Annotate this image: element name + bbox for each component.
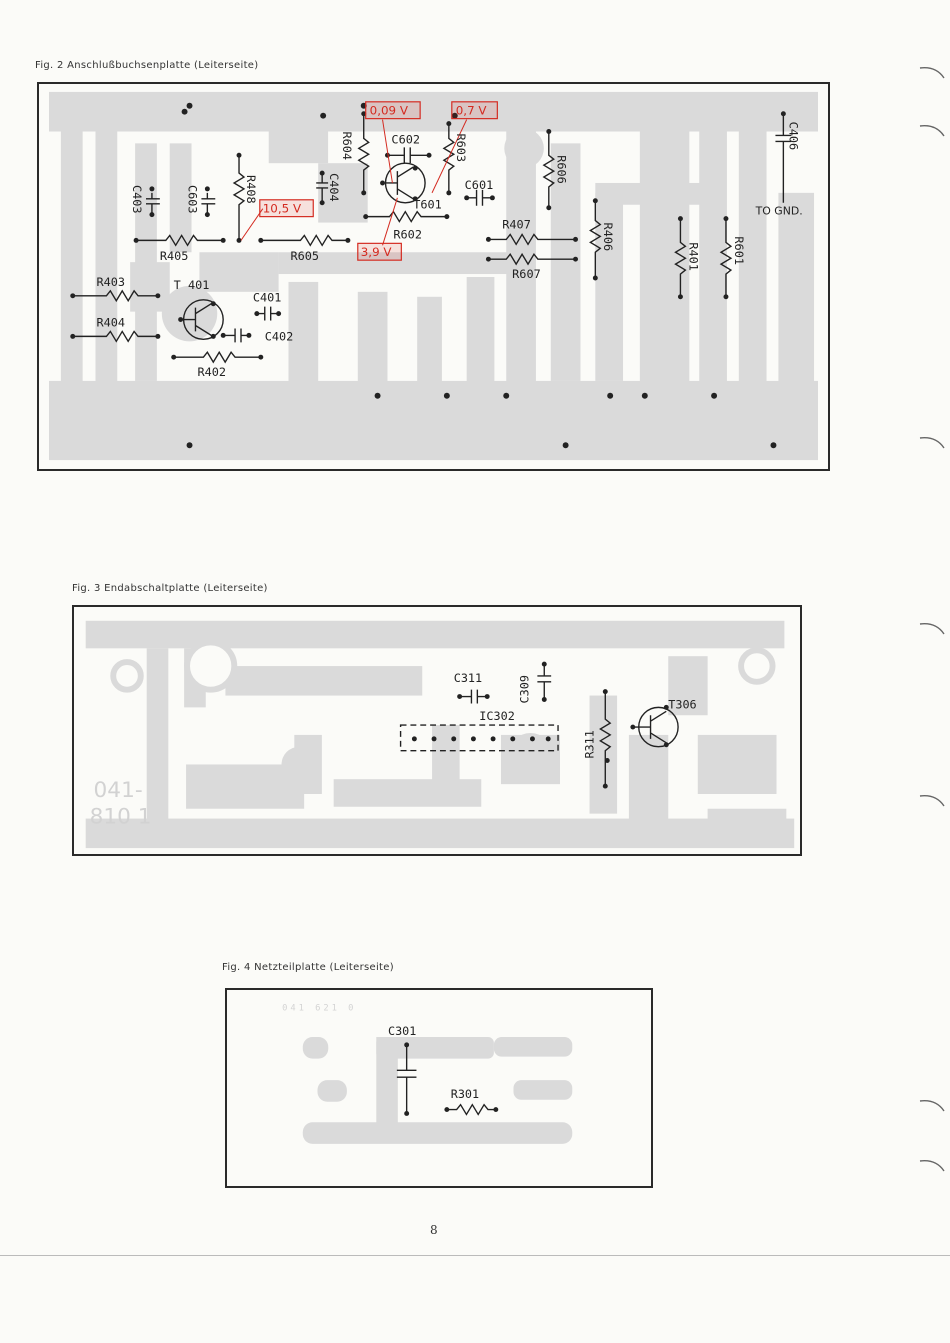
page-bottom-rule xyxy=(0,1255,950,1256)
label-c602: C602 xyxy=(391,132,420,146)
fig2-traces xyxy=(48,91,819,461)
label-c603: C603 xyxy=(186,185,200,214)
fig3-board-number-line1: 041- xyxy=(94,778,143,803)
label-c402: C402 xyxy=(265,329,294,343)
label-t601: T601 xyxy=(413,198,442,212)
fig2-pcb xyxy=(48,91,819,461)
voltage-10-5: 10,5 V xyxy=(263,202,302,216)
page-number: 8 xyxy=(430,1223,438,1237)
fig4-board-number: 041 621 0 xyxy=(282,1004,356,1014)
label-r311: R311 xyxy=(582,730,596,758)
label-r407: R407 xyxy=(502,217,531,231)
binder-mark-7 xyxy=(919,1160,945,1172)
binder-mark-1 xyxy=(919,67,945,79)
fig3-pcb: C311 C309 IC302 R311 T306 041- 810 1 xyxy=(85,620,795,849)
binder-mark-5 xyxy=(919,795,945,807)
label-r301: R301 xyxy=(451,1087,479,1101)
label-c401: C401 xyxy=(253,291,282,305)
fig2-labels: R604 C602 R603 R606 C406 C403 C603 R408 … xyxy=(97,122,803,379)
fig2-board: 0,09 V 0,7 V 10,5 V 3,9 V R604 C602 R603… xyxy=(37,82,830,471)
fig4-components xyxy=(396,1042,499,1116)
binder-mark-6 xyxy=(919,1100,945,1112)
label-r408: R408 xyxy=(244,175,258,204)
fig2-voltage-leaders xyxy=(240,119,468,246)
fig3-components xyxy=(399,661,679,789)
voltage-0-7: 0,7 V xyxy=(456,104,488,118)
label-r402: R402 xyxy=(197,365,226,379)
label-r607: R607 xyxy=(512,267,541,281)
label-r401: R401 xyxy=(686,242,700,271)
label-c403: C403 xyxy=(130,185,144,214)
label-c311: C311 xyxy=(454,671,482,685)
label-c601: C601 xyxy=(465,178,494,192)
fig2-voltage-boxes: 0,09 V 0,7 V 10,5 V 3,9 V xyxy=(259,101,498,261)
fig3-labels: C311 C309 IC302 R311 T306 041- 810 1 xyxy=(90,671,697,830)
fig2-title: Fig. 2 Anschlußbuchsenplatte (Leiterseit… xyxy=(35,60,259,71)
binder-mark-4 xyxy=(919,623,945,635)
fig4-labels: 041 621 0 C301 R301 xyxy=(282,1004,479,1101)
label-t401: T 401 xyxy=(174,278,210,292)
voltage-3-9: 3,9 V xyxy=(361,245,393,259)
label-c301: C301 xyxy=(388,1024,416,1038)
binder-mark-2 xyxy=(919,125,945,137)
label-r605: R605 xyxy=(290,249,319,263)
label-ic302: IC302 xyxy=(479,709,515,723)
voltage-0-09: 0,09 V xyxy=(370,104,409,118)
fig3-traces xyxy=(85,620,795,849)
label-t306: T306 xyxy=(668,697,696,711)
label-r406: R406 xyxy=(601,223,615,252)
fig3-board-number-line2: 810 1 xyxy=(90,804,152,829)
fig4-board: 041 621 0 C301 R301 xyxy=(225,988,653,1188)
label-c404: C404 xyxy=(327,173,341,202)
fig4-traces xyxy=(302,1037,573,1144)
label-r604: R604 xyxy=(340,132,354,161)
binder-mark-3 xyxy=(919,437,945,449)
label-r405: R405 xyxy=(160,249,189,263)
label-c406: C406 xyxy=(786,122,800,151)
fig2-pads xyxy=(181,108,777,449)
fig4-title: Fig. 4 Netzteilplatte (Leiterseite) xyxy=(222,962,394,973)
fig4-pcb: 041 621 0 C301 R301 xyxy=(282,1004,573,1144)
fig2-components xyxy=(70,102,792,364)
label-r602: R602 xyxy=(393,227,422,241)
label-to-gnd: TO GND. xyxy=(755,205,803,218)
label-c309: C309 xyxy=(518,675,532,703)
label-r601: R601 xyxy=(732,236,746,265)
label-r404: R404 xyxy=(97,315,126,329)
label-r403: R403 xyxy=(97,275,126,289)
label-r606: R606 xyxy=(555,155,569,184)
label-r603: R603 xyxy=(454,133,468,162)
fig3-board: C311 C309 IC302 R311 T306 041- 810 1 xyxy=(72,605,802,856)
fig3-title: Fig. 3 Endabschaltplatte (Leiterseite) xyxy=(72,583,268,594)
